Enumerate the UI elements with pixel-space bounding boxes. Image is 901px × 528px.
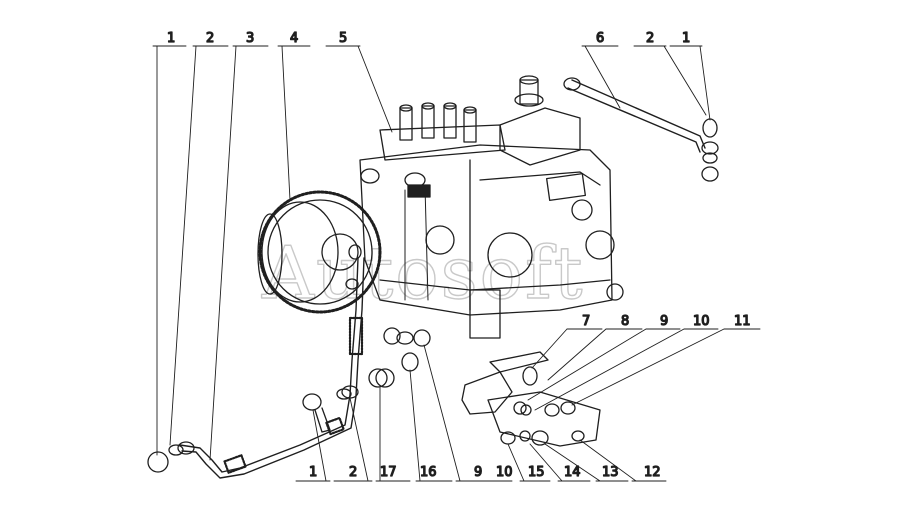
bracket-assembly	[461, 351, 601, 447]
callouts-top: 1 2 3 4 5 6 2 1	[166, 30, 691, 46]
callout-label: 5	[339, 31, 347, 46]
callout-label: 6	[596, 31, 604, 46]
drive-gear	[257, 190, 382, 314]
left-fuel-line	[147, 257, 365, 479]
callout-label: 10	[693, 314, 710, 329]
callout-label: 2	[349, 465, 357, 480]
callout-label: 13	[602, 465, 619, 480]
callout-label: 1	[309, 465, 317, 480]
callout-label: 8	[621, 314, 629, 329]
callout-label: 1	[682, 31, 690, 46]
callout-label: 2	[206, 31, 214, 46]
pump-body	[359, 144, 624, 339]
callout-label: 2	[646, 31, 654, 46]
callout-label: 10	[496, 465, 513, 480]
callouts-right: 7 8 9 10 11	[581, 313, 751, 329]
callout-label: 3	[246, 31, 254, 46]
callout-label: 17	[380, 465, 397, 480]
callout-label: 12	[644, 465, 661, 480]
callout-label: 4	[290, 31, 298, 46]
right-fuel-line	[563, 77, 719, 182]
injection-pump	[257, 75, 624, 339]
callout-label: 14	[564, 465, 581, 480]
callout-label: 11	[734, 314, 751, 329]
callout-label: 7	[582, 314, 590, 329]
callout-label: 1	[167, 31, 175, 46]
callout-label: 16	[420, 465, 437, 480]
delivery-valves	[379, 102, 506, 161]
leader-lines	[152, 45, 761, 482]
callouts-bottom: 1 2 17 16 9 10 15 14 13 12	[308, 464, 661, 480]
governor-housing	[499, 75, 581, 166]
callout-label: 15	[528, 465, 545, 480]
loose-fittings	[368, 327, 431, 388]
callout-label: 9	[474, 465, 482, 480]
callout-label: 9	[660, 314, 668, 329]
